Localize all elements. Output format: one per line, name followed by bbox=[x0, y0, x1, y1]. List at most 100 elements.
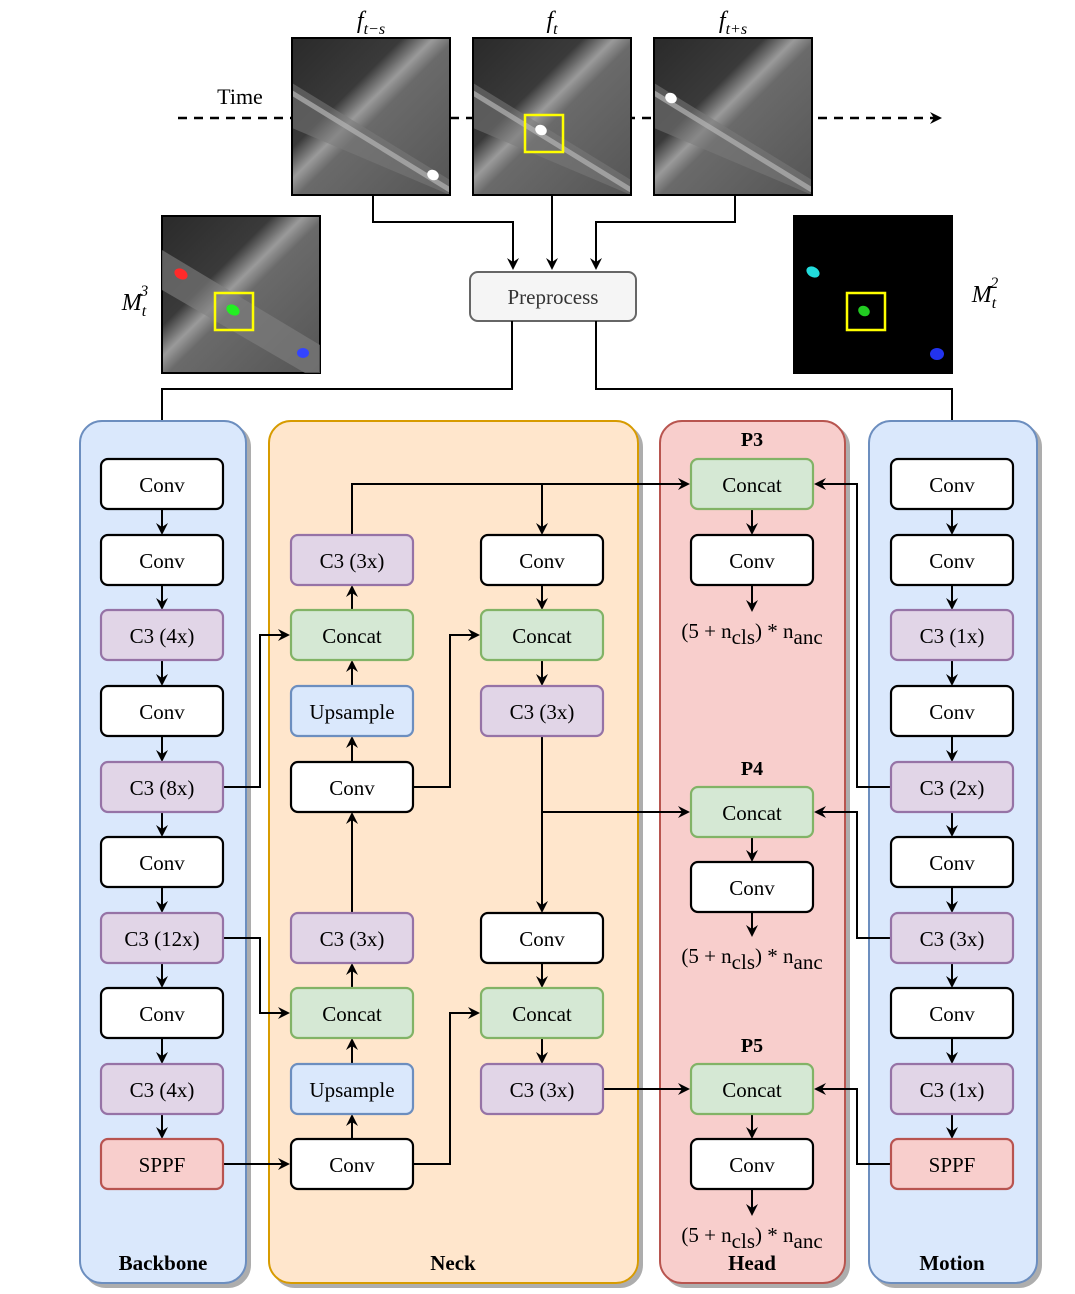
edge bbox=[814, 806, 890, 939]
head-concat-0: Concat bbox=[689, 457, 815, 511]
motion-block-0: Conv bbox=[889, 457, 1015, 511]
motion-block-5: Conv bbox=[889, 835, 1015, 889]
neck-left-block-7-label: Conv bbox=[329, 1153, 375, 1177]
motion-block-5-label: Conv bbox=[929, 851, 975, 875]
head-conv-1-label: Conv bbox=[729, 876, 775, 900]
backbone-title: Backbone bbox=[119, 1251, 208, 1275]
neck-left-block-1-label: Concat bbox=[322, 624, 382, 648]
neck-title: Neck bbox=[430, 1251, 476, 1275]
motion-block-4: C3 (2x) bbox=[889, 760, 1015, 814]
backbone-block-7-label: Conv bbox=[139, 1002, 185, 1026]
edge bbox=[814, 478, 890, 788]
motion-block-4-label: C3 (2x) bbox=[920, 776, 985, 800]
frame-1 bbox=[471, 37, 633, 196]
neck-left-block-2: Upsample bbox=[289, 684, 415, 738]
preprocess-label: Preprocess bbox=[508, 285, 599, 309]
backbone-block-9-label: SPPF bbox=[139, 1153, 186, 1177]
backbone-block-6: C3 (12x) bbox=[99, 911, 225, 965]
neck-left-block-6: Upsample bbox=[289, 1062, 415, 1116]
neck-right-block-1-label: Concat bbox=[512, 624, 572, 648]
m2-label: Mt2 bbox=[971, 275, 998, 312]
neck-right-block-4-label: Concat bbox=[512, 1002, 572, 1026]
preprocess-block bbox=[469, 271, 637, 322]
backbone-block-2-label: C3 (4x) bbox=[130, 624, 195, 648]
motion-block-6: C3 (3x) bbox=[889, 911, 1015, 965]
edge bbox=[590, 196, 736, 270]
neck-left-block-5: Concat bbox=[289, 986, 415, 1040]
neck-right-block-4: Concat bbox=[479, 986, 605, 1040]
backbone-block-6-label: C3 (12x) bbox=[124, 927, 199, 951]
frame-label: ft bbox=[546, 8, 558, 38]
neck-left-block-2-label: Upsample bbox=[309, 700, 394, 724]
motion-block-0-label: Conv bbox=[929, 473, 975, 497]
head-output-1: (5 + ncls) * nanc bbox=[681, 944, 822, 974]
backbone-block-4-label: C3 (8x) bbox=[130, 776, 195, 800]
neck-left-block-7: Conv bbox=[289, 1137, 415, 1191]
backbone-block-5-label: Conv bbox=[139, 851, 185, 875]
head-conv-0: Conv bbox=[689, 533, 815, 587]
backbone-block-4: C3 (8x) bbox=[99, 760, 225, 814]
head-scale-p5: P5 bbox=[741, 1035, 763, 1057]
time-label: Time bbox=[217, 84, 263, 109]
edge bbox=[224, 937, 290, 1019]
neck-left-block-3-label: Conv bbox=[329, 776, 375, 800]
neck-left-block-1: Concat bbox=[289, 608, 415, 662]
neck-left-block-0: C3 (3x) bbox=[289, 533, 415, 587]
neck-right-block-3-label: Conv bbox=[519, 927, 565, 951]
frame-label: ft−s bbox=[357, 8, 385, 38]
head-scale-p3: P3 bbox=[741, 429, 763, 451]
motion-block-9: SPPF bbox=[889, 1137, 1015, 1191]
neck-right-block-0: Conv bbox=[479, 533, 605, 587]
backbone-block-9: SPPF bbox=[99, 1137, 225, 1191]
edge bbox=[351, 483, 542, 535]
target-highlight-box bbox=[523, 113, 565, 154]
backbone-block-8: C3 (4x) bbox=[99, 1062, 225, 1116]
head-output-2: (5 + ncls) * nanc bbox=[681, 1223, 822, 1253]
neck-right-block-2: C3 (3x) bbox=[479, 684, 605, 738]
edge bbox=[814, 1083, 890, 1165]
edge bbox=[414, 629, 480, 788]
motion-block-6-label: C3 (3x) bbox=[920, 927, 985, 951]
edge bbox=[224, 629, 290, 788]
head-concat-0-label: Concat bbox=[722, 473, 782, 497]
motion-block-9-label: SPPF bbox=[929, 1153, 976, 1177]
head-scale-p4: P4 bbox=[741, 758, 763, 780]
head-conv-0-label: Conv bbox=[729, 549, 775, 573]
motion-block-2: C3 (1x) bbox=[889, 608, 1015, 662]
backbone-block-0: Conv bbox=[99, 457, 225, 511]
head-concat-2: Concat bbox=[689, 1062, 815, 1116]
neck-left-block-5-label: Concat bbox=[322, 1002, 382, 1026]
frame-label: ft+s bbox=[719, 8, 747, 38]
motion-map-m3 bbox=[161, 215, 321, 374]
neck-left-block-4: C3 (3x) bbox=[289, 911, 415, 965]
frame-0 bbox=[290, 37, 452, 196]
motion-block-1-label: Conv bbox=[929, 549, 975, 573]
backbone-block-1-label: Conv bbox=[139, 549, 185, 573]
neck-right-block-5: C3 (3x) bbox=[479, 1062, 605, 1116]
motion-map-m2 bbox=[793, 215, 953, 374]
frame-2 bbox=[652, 37, 814, 196]
head-title: Head bbox=[728, 1251, 776, 1275]
m3-label: Mt3 bbox=[121, 283, 148, 320]
backbone-block-2: C3 (4x) bbox=[99, 608, 225, 662]
head-concat-1-label: Concat bbox=[722, 801, 782, 825]
motion-block-1: Conv bbox=[889, 533, 1015, 587]
backbone-block-0-label: Conv bbox=[139, 473, 185, 497]
neck-left-block-3: Conv bbox=[289, 760, 415, 814]
neck-right-block-0-label: Conv bbox=[519, 549, 565, 573]
backbone-block-8-label: C3 (4x) bbox=[130, 1078, 195, 1102]
neck-left-block-4-label: C3 (3x) bbox=[320, 927, 385, 951]
motion-block-7: Conv bbox=[889, 986, 1015, 1040]
motion-block-3-label: Conv bbox=[929, 700, 975, 724]
neck-right-block-5-label: C3 (3x) bbox=[510, 1078, 575, 1102]
edge bbox=[414, 1007, 480, 1165]
backbone-block-3: Conv bbox=[99, 684, 225, 738]
head-concat-1: Concat bbox=[689, 785, 815, 839]
motion-block-7-label: Conv bbox=[929, 1002, 975, 1026]
neck-left-block-6-label: Upsample bbox=[309, 1078, 394, 1102]
head-conv-2: Conv bbox=[689, 1137, 815, 1191]
backbone-block-3-label: Conv bbox=[139, 700, 185, 724]
motion-block-8: C3 (1x) bbox=[889, 1062, 1015, 1116]
motion-title: Motion bbox=[919, 1251, 985, 1275]
